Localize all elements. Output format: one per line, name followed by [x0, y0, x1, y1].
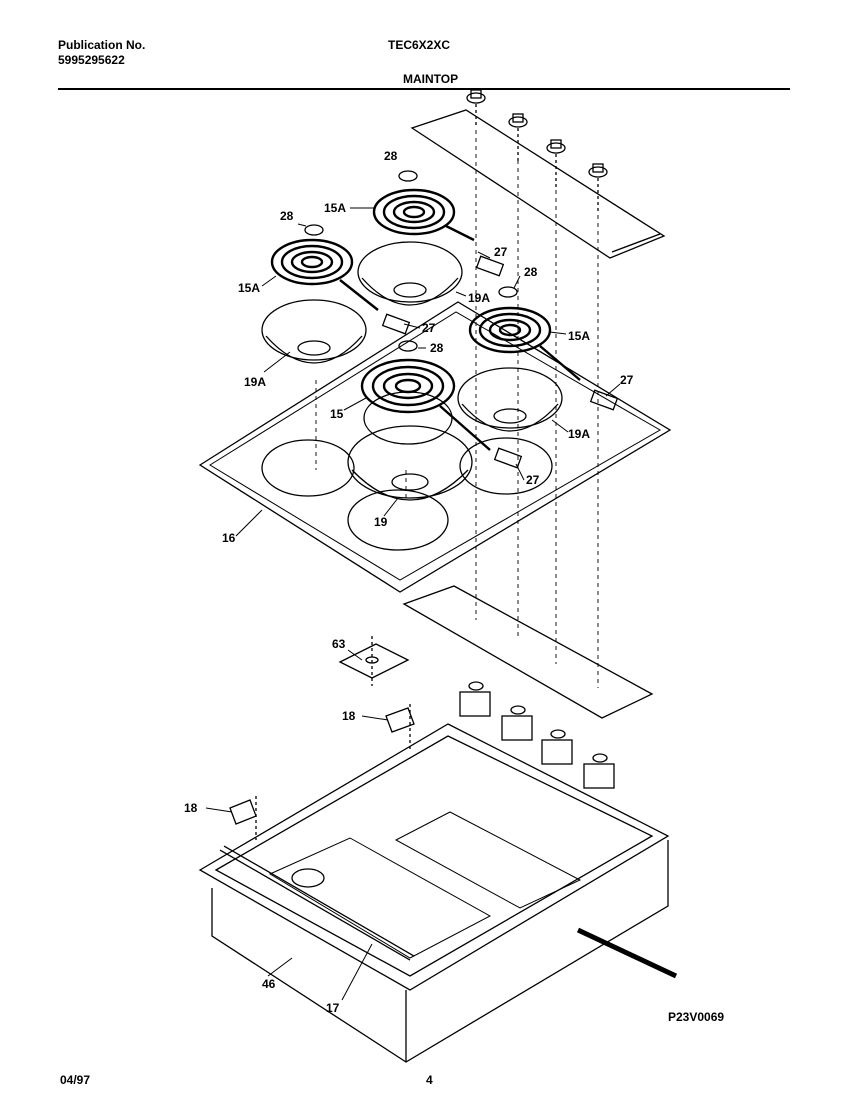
callout-19a-right: 19A: [568, 427, 590, 441]
callout-15-front: 15: [330, 407, 344, 421]
wire-harness: [219, 845, 678, 979]
surface-unit-15a-back: [372, 188, 475, 242]
callout-27-left: 27: [422, 321, 436, 335]
receptacles: [381, 255, 619, 469]
drip-bowl-19a-back: [357, 241, 463, 306]
trim-rings: [304, 170, 518, 352]
callout-16: 16: [222, 531, 236, 545]
surface-unit-15a-left: [270, 238, 379, 311]
control-knob-stems: [466, 89, 608, 212]
bracket-63: [338, 636, 410, 686]
lower-control-panel: [402, 585, 654, 719]
callout-19-front: 19: [374, 515, 388, 529]
control-panel-bracket: [410, 109, 666, 259]
callout-28-front: 28: [430, 341, 444, 355]
publication-date: 04/97: [60, 1073, 91, 1087]
callout-28-back: 28: [384, 149, 398, 163]
drip-bowl-19a-right: [457, 367, 563, 432]
drip-bowl-19-front: [347, 425, 473, 501]
surface-units: [270, 188, 581, 451]
callout-19a-left: 19A: [244, 375, 266, 389]
hinge-brackets: [229, 704, 415, 840]
surface-unit-15a-right: [468, 306, 581, 381]
callout-28-left: 28: [280, 209, 294, 223]
cooktop-main-top: [198, 301, 672, 593]
callout-63: 63: [332, 637, 346, 651]
callout-15a-left: 15A: [238, 281, 260, 295]
callout-17: 17: [326, 1001, 340, 1015]
drip-bowl-19a-left: [261, 299, 367, 364]
callout-46: 46: [262, 977, 276, 991]
callout-15a-right: 15A: [568, 329, 590, 343]
callout-labels: 28 15A 28 27 28 15A 19A 27 15A 28 19A 27…: [184, 149, 634, 1015]
callout-18-left: 18: [184, 801, 198, 815]
drip-bowls: [261, 241, 563, 501]
callout-27-right: 27: [620, 373, 634, 387]
leader-lines: [205, 207, 621, 1001]
callout-15a-back: 15A: [324, 201, 346, 215]
alignment-lines: [315, 130, 599, 688]
section-title: MAINTOP: [403, 72, 459, 86]
burner-box: [198, 723, 670, 1063]
surface-unit-15-front: [360, 358, 491, 451]
figure-id: P23V0069: [668, 1010, 725, 1024]
publication-number: 5995295622: [58, 53, 125, 67]
callout-28-right: 28: [524, 265, 538, 279]
header-rule: [58, 88, 790, 90]
callout-27-front: 27: [526, 473, 540, 487]
publication-label: Publication No.: [58, 38, 146, 52]
page-number: 4: [426, 1073, 433, 1087]
callout-18-right: 18: [342, 709, 356, 723]
model-number: TEC6X2XC: [388, 38, 451, 52]
callout-27-back: 27: [494, 245, 508, 259]
infinite-switches: [459, 681, 615, 789]
callout-19a-back: 19A: [468, 291, 490, 305]
